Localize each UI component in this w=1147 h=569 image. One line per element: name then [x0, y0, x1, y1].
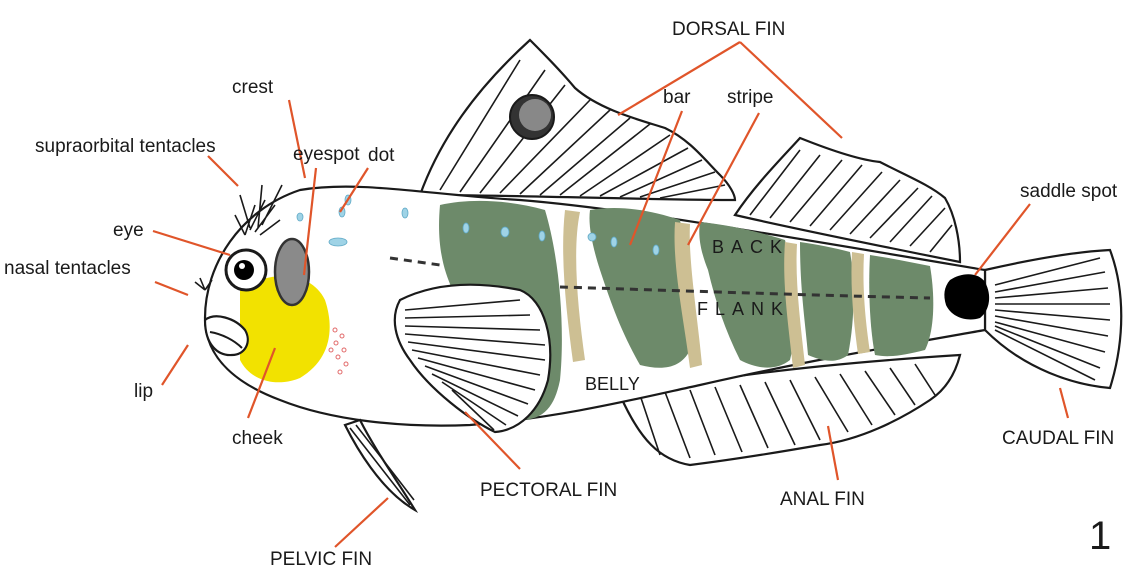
label-stripe: stripe [727, 87, 773, 108]
label-belly: BELLY [585, 374, 640, 394]
dorsal-fin-anterior [420, 40, 735, 200]
label-flank: FLANK [697, 299, 790, 319]
label-bar: bar [663, 87, 691, 108]
label-back: BACK [712, 237, 789, 257]
label-saddle-spot: saddle spot [1020, 181, 1118, 202]
label-crest: crest [232, 77, 274, 98]
pelvic-fin [345, 420, 415, 510]
label-caudal-fin: CAUDAL FIN [1002, 428, 1114, 449]
label-eyespot: eyespot [293, 144, 360, 165]
label-anal-fin: ANAL FIN [780, 489, 865, 510]
label-eye: eye [113, 220, 144, 241]
label-lip: lip [134, 381, 153, 402]
label-nasal-tentacles: nasal tentacles [4, 258, 131, 279]
label-supraorbital-tentacles: supraorbital tentacles [35, 136, 216, 157]
figure-number: 1 [1089, 514, 1111, 558]
label-pelvic-fin: PELVIC FIN [270, 549, 372, 569]
label-dorsal-fin: DORSAL FIN [672, 19, 785, 40]
label-cheek: cheek [232, 428, 283, 449]
label-pectoral-fin: PECTORAL FIN [480, 480, 617, 501]
label-dot: dot [368, 145, 395, 166]
caudal-fin [985, 250, 1121, 388]
